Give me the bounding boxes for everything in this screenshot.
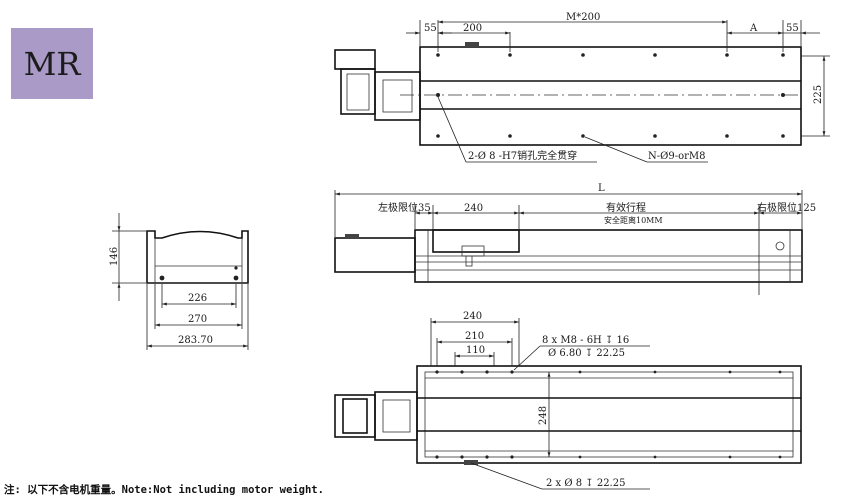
top-motor-body [340,68,376,115]
bottom-motor [334,394,376,438]
bottom-slot-hole [728,370,732,374]
top-sensor-tab [465,42,479,47]
top-hole [508,53,512,57]
bottom-hole [435,455,439,459]
bottom-module-body [416,365,802,464]
side-carriage [432,229,520,253]
bottom-d8-leader [470,462,543,490]
bottom-callout-d68: Ø 6.80 ↧ 22.25 [548,348,625,359]
end-dim-146: 146 [109,247,120,266]
top-motor-flange [334,49,376,70]
top-pin-hole [781,93,785,97]
bottom-slot-hole [778,455,782,459]
top-callout-holes: N-Ø9-orM8 [648,151,705,162]
end-view: 146 226 270 283.70 [109,213,249,350]
top-coupling-housing [374,71,421,121]
top-pin-leader [437,96,467,163]
top-hole [781,134,785,138]
bottom-callout-m8: 8 x M8 - 6H ↧ 16 [542,335,629,346]
bottom-hole [460,455,464,459]
bottom-dim-110: 110 [466,345,485,356]
top-coupling-plate [382,79,413,113]
top-hole [781,53,785,57]
top-module-body [419,46,802,146]
bottom-dim-240: 240 [463,311,482,322]
bottom-coupling-housing [374,391,418,441]
bottom-module-inner [424,371,794,458]
bottom-slot-hole [653,455,657,459]
top-hole [436,134,440,138]
bottom-hole [435,370,439,374]
end-dim-270: 270 [188,314,207,325]
top-dim-55-right: 55 [786,23,799,34]
bottom-view: 240 210 110 248 8 x M8 - 6H ↧ 16 Ø 6.80 … [334,311,802,490]
end-dim-283: 283.70 [178,335,213,346]
top-hole [436,53,440,57]
top-view: 55 200 M*200 A 55 225 2-Ø 8 -H7销孔完全贯穿 N-… [334,12,830,163]
side-bearing [775,241,785,251]
bottom-holes [435,370,782,459]
end-profile-outline [146,230,249,284]
top-hole [725,134,729,138]
side-stroke: 有效行程 [606,201,646,214]
bottom-dim-248: 248 [538,406,549,425]
weight-note: 注: 以下不含电机重量。Note:Not including motor wei… [4,484,324,496]
bottom-callout-d8: 2 x Ø 8 ↧ 22.25 [546,478,625,489]
side-dim-240: 240 [464,203,483,214]
bottom-sensor-tab [464,460,478,465]
side-right-limit: 右极限位125 [757,201,816,214]
model-badge: MR [11,28,93,99]
top-dim-200: 200 [463,23,482,34]
top-hole [653,134,657,138]
top-dim-a: A [749,23,758,34]
top-hole [581,53,585,57]
end-dim-226: 226 [188,293,207,304]
bottom-slot-hole [578,455,582,459]
bottom-m8-leader [513,345,541,371]
bottom-dim-210: 210 [465,331,484,342]
bottom-slot-hole [653,370,657,374]
side-motor [334,237,416,273]
top-callout-pin: 2-Ø 8 -H7销孔完全贯穿 [468,149,577,162]
top-hole [581,134,585,138]
model-badge-label: MR [23,44,81,83]
bottom-hole [485,455,489,459]
top-hole [725,53,729,57]
bottom-coupling-plate [382,399,411,433]
side-sensor [461,245,485,257]
end-bolt [234,266,238,270]
top-holes-leader [584,136,648,163]
bottom-hole [510,455,514,459]
side-left-limit: 左极限位35 [378,201,431,214]
bottom-slot-hole [778,370,782,374]
top-holes [436,53,785,138]
bottom-hole [485,370,489,374]
top-dim-m200: M*200 [566,12,600,23]
bottom-hole [510,370,514,374]
end-bolt [233,275,239,281]
side-motor-cap [345,234,359,239]
bottom-hole [460,370,464,374]
bottom-motor-inner [342,398,368,434]
side-dim-l: L [598,183,605,194]
side-sensor-stem [465,255,473,267]
bottom-slot-hole [578,370,582,374]
top-motor-inner [346,73,370,111]
side-view: L 左极限位35 240 有效行程 右极限位125 安全距离10MM [334,183,816,295]
top-dim-225: 225 [813,85,824,104]
top-dim-55-left: 55 [424,23,437,34]
end-bolt [159,275,165,281]
top-pin-hole [436,93,440,97]
bottom-slot-hole [728,455,732,459]
top-hole [508,134,512,138]
side-safety: 安全距离10MM [604,215,663,225]
top-hole [653,53,657,57]
